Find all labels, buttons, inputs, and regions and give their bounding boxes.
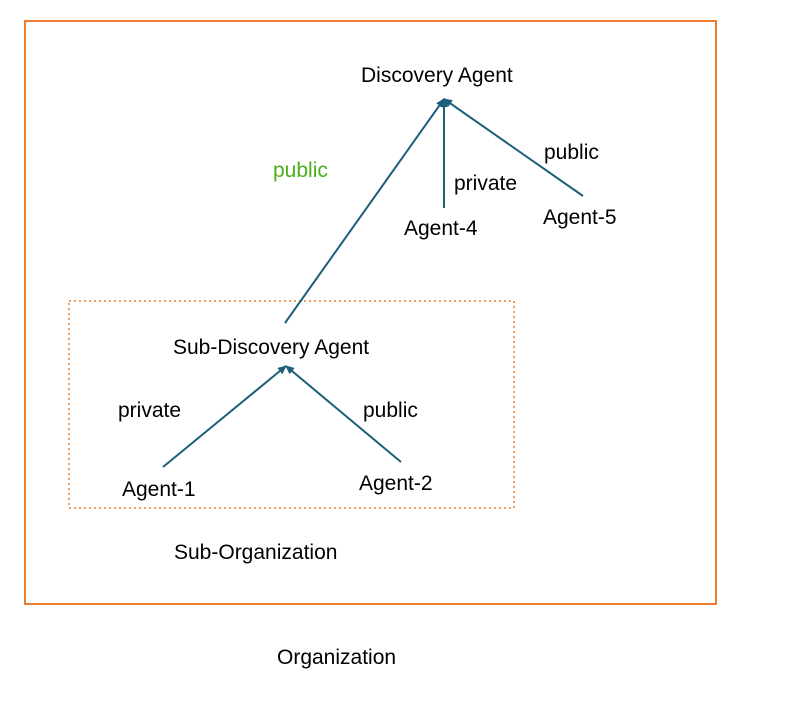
node-agent-4: Agent-4 bbox=[404, 217, 478, 240]
edge-label-agent-2-public: public bbox=[363, 399, 418, 422]
node-agent-5: Agent-5 bbox=[543, 206, 617, 229]
node-agent-2: Agent-2 bbox=[359, 472, 433, 495]
edge-label-sub-discovery-public: public bbox=[273, 159, 328, 182]
organization-label: Organization bbox=[277, 646, 396, 669]
edge-agent-5-to-discovery bbox=[443, 98, 584, 197]
node-discovery-agent: Discovery Agent bbox=[361, 64, 513, 87]
edge-agent-2-to-sub-discovery bbox=[285, 365, 402, 463]
edge-sub-discovery-to-discovery bbox=[284, 98, 445, 324]
sub-organization-label: Sub-Organization bbox=[174, 541, 337, 564]
edge-label-agent-5-public: public bbox=[544, 141, 599, 164]
node-sub-discovery-agent: Sub-Discovery Agent bbox=[173, 336, 369, 359]
node-agent-1: Agent-1 bbox=[122, 478, 196, 501]
edge-agent-1-to-sub-discovery bbox=[162, 365, 287, 468]
organization-boundary bbox=[24, 20, 717, 605]
edge-label-agent-4-private: private bbox=[454, 172, 517, 195]
sub-organization-boundary bbox=[68, 300, 515, 509]
edge-label-agent-1-private: private bbox=[118, 399, 181, 422]
